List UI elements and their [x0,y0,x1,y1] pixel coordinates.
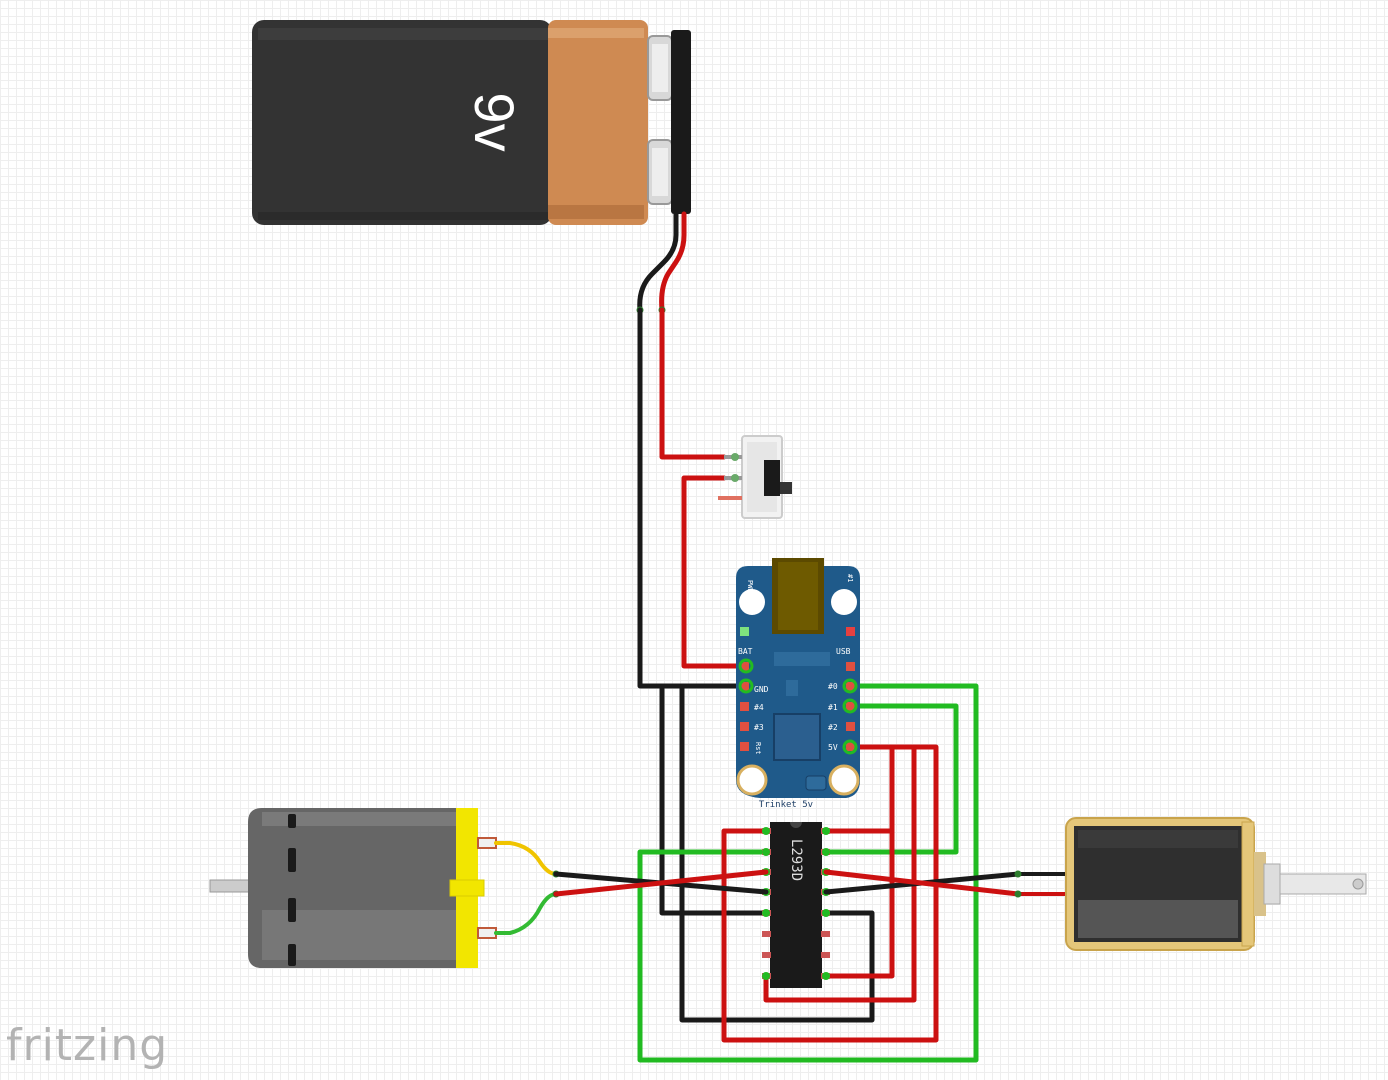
fritzing-watermark: fritzing [6,1020,169,1071]
wire-5v-b [763,744,917,1003]
l293d-chip[interactable]: L293D [762,822,830,988]
solenoid[interactable] [1065,817,1367,951]
pin-label-3: #3 [754,723,764,732]
wire-ground-2 [679,683,875,1023]
wire-battery-positive [659,307,727,460]
wire-pin0-signal [637,683,979,1063]
wires-layer [637,307,979,1063]
dc-motor[interactable] [209,808,497,968]
pin-label-usb: USB [836,647,851,656]
pin-label-1: #1 [828,703,838,712]
pin-label-bat: BAT [738,647,753,656]
pin-label-gnd: GND [754,685,769,694]
wire-battery-ground [637,307,749,689]
battery-label: 9v [463,92,526,151]
pin-label-0: #0 [828,682,838,691]
slide-switch[interactable] [718,435,792,519]
trinket-pads [740,662,855,751]
trinket-pwr-label: PWR [746,580,754,593]
motor-lead-wires [494,841,560,935]
pin-label-4: #4 [754,703,764,712]
battery-9v[interactable]: 9v [252,20,691,225]
battery-lead-wires [636,211,687,314]
pin-label-rst: Rst [754,742,762,755]
wire-5v-vs [823,744,895,979]
trinket-connected-pins [738,658,858,755]
motor-vents [288,814,296,966]
trinket-name-label: Trinket 5v [759,800,813,810]
wire-5v-main [721,744,939,1043]
pin-label-2: #2 [828,723,838,732]
pin-label-5v: 5V [828,743,838,752]
trinket-board[interactable]: PWR #1 BAT GND #4 #3 Rst USB #0 #1 #2 5V… [736,558,860,810]
output-wires [553,869,1068,898]
wire-ground-1 [659,683,769,916]
wire-switch-to-bat [681,475,749,669]
trinket-led-label: #1 [846,574,854,582]
chip-label: L293D [788,839,804,881]
